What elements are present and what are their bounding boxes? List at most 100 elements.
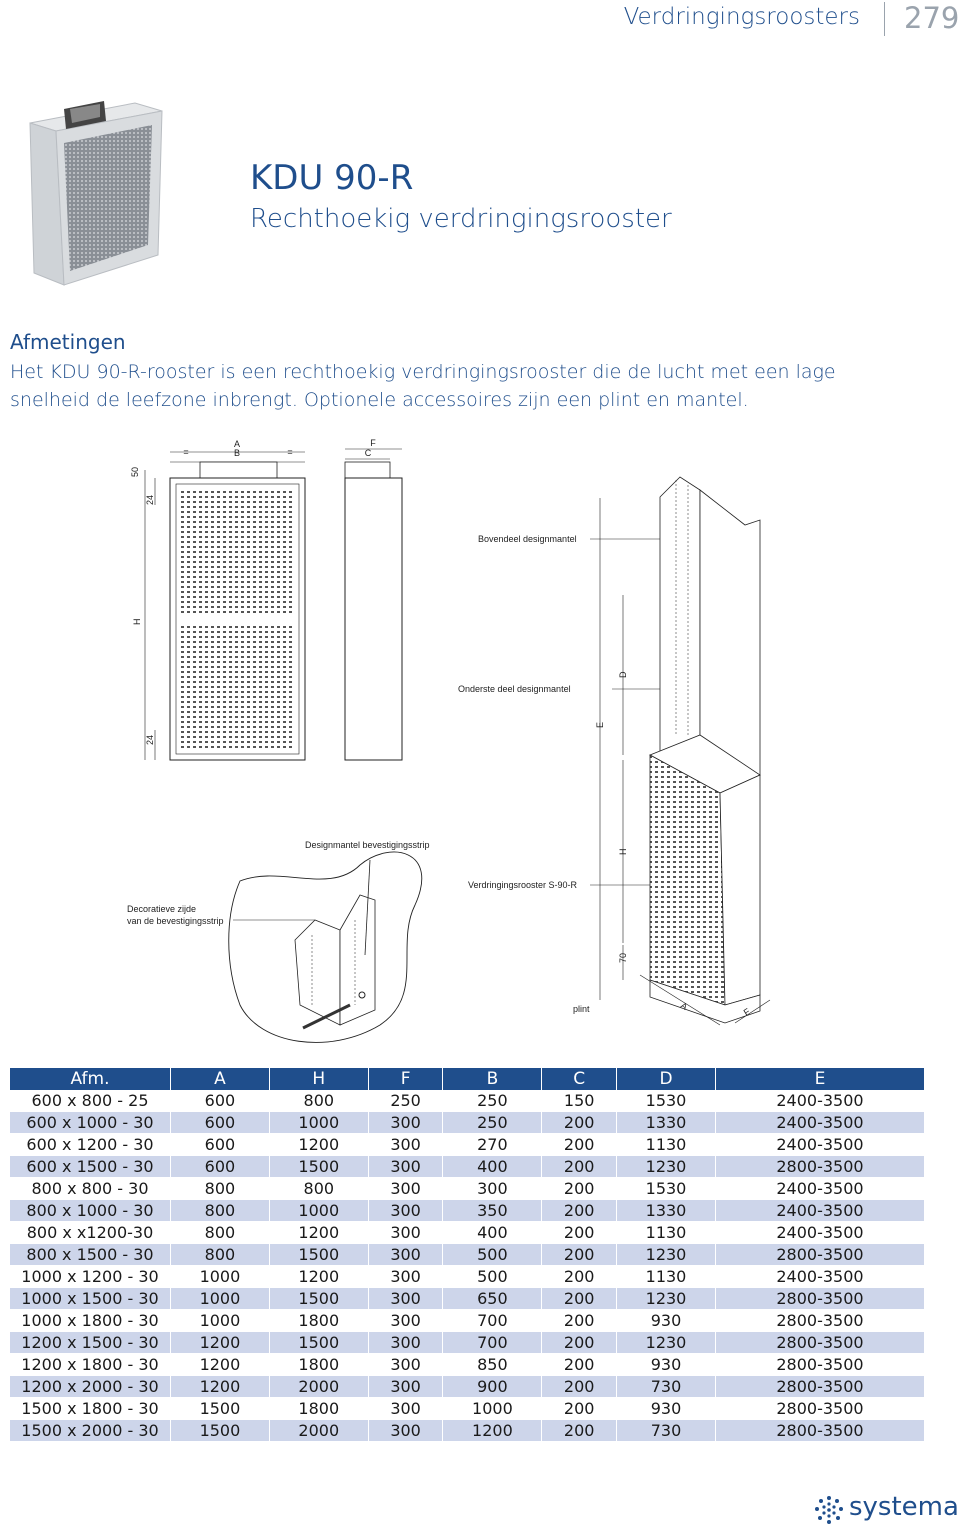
table-cell: 2800-3500	[715, 1287, 926, 1310]
table-cell: 200	[541, 1397, 618, 1420]
dim-a-label: A	[234, 439, 240, 449]
table-cell: 600	[170, 1111, 270, 1134]
section-title: Verdringingsroosters	[623, 4, 860, 30]
table-cell: 650	[442, 1287, 543, 1310]
header-cell-b: B	[442, 1068, 543, 1090]
table-cell: 1000 x 1800 - 30	[10, 1309, 171, 1332]
dim-f-label: F	[370, 438, 376, 448]
table-cell: 1500	[269, 1331, 369, 1354]
table-cell: 250	[368, 1090, 444, 1112]
table-cell: 300	[368, 1265, 444, 1288]
table-cell: 300	[368, 1155, 444, 1178]
table-cell: 200	[541, 1199, 618, 1222]
table-cell: 200	[541, 1133, 618, 1156]
header-divider	[884, 2, 885, 36]
table-cell: 1000	[170, 1287, 270, 1310]
label-decor-line2: van de bevestigingsstrip	[127, 916, 224, 926]
header-cell-f: F	[368, 1068, 444, 1090]
label-rooster: Verdringingsrooster S-90-R	[468, 880, 578, 890]
dim-f2-label: F	[742, 1006, 752, 1018]
table-cell: 1200 x 2000 - 30	[10, 1375, 171, 1398]
label-strip: Designmantel bevestigingsstrip	[305, 840, 430, 850]
table-cell: 1200 x 1800 - 30	[10, 1353, 171, 1376]
table-cell: 300	[368, 1221, 444, 1244]
table-cell: 400	[442, 1155, 543, 1178]
table-cell: 800	[170, 1177, 270, 1200]
table-cell: 2400-3500	[715, 1090, 926, 1112]
table-cell: 600 x 1000 - 30	[10, 1111, 171, 1134]
table-cell: 1500	[269, 1155, 369, 1178]
table-cell: 500	[442, 1243, 543, 1266]
table-cell: 300	[442, 1177, 543, 1200]
table-cell: 300	[368, 1177, 444, 1200]
table-cell: 730	[616, 1375, 716, 1398]
table-cell: 1530	[616, 1090, 716, 1112]
dim-70-label: 70	[618, 953, 628, 963]
table-cell: 2000	[269, 1375, 369, 1398]
table-cell: 1800	[269, 1309, 369, 1332]
table-cell: 200	[541, 1111, 618, 1134]
dim-eq-left: =	[183, 447, 188, 457]
table-cell: 200	[541, 1353, 618, 1376]
table-cell: 700	[442, 1331, 543, 1354]
table-cell: 1200	[442, 1419, 543, 1442]
table-cell: 2800-3500	[715, 1331, 926, 1354]
table-cell: 1530	[616, 1177, 716, 1200]
table-cell: 1130	[616, 1221, 716, 1244]
table-cell: 1200	[170, 1353, 270, 1376]
brand-name: systemair	[849, 1492, 960, 1522]
table-cell: 800 x 1500 - 30	[10, 1243, 171, 1266]
table-cell: 600	[170, 1133, 270, 1156]
dim-a2-label: A	[679, 1000, 689, 1012]
table-cell: 200	[541, 1221, 618, 1244]
table-cell: 930	[616, 1309, 716, 1332]
table-cell: 200	[541, 1309, 618, 1332]
product-title: KDU 90-R	[250, 158, 414, 198]
dim-b-label: B	[234, 448, 240, 458]
table-cell: 800	[269, 1177, 369, 1200]
dim-50-label: 50	[130, 467, 140, 477]
table-cell: 1500	[170, 1397, 270, 1420]
table-cell: 1800	[269, 1397, 369, 1420]
table-cell: 2800-3500	[715, 1243, 926, 1266]
table-cell: 400	[442, 1221, 543, 1244]
table-cell: 1500	[269, 1287, 369, 1310]
table-cell: 800 x 1000 - 30	[10, 1199, 171, 1222]
label-onderste: Onderste deel designmantel	[458, 684, 571, 694]
dim-eq-right: =	[287, 447, 292, 457]
dim-e-label: E	[595, 722, 605, 728]
table-cell: 700	[442, 1309, 543, 1332]
dim-d-label: D	[618, 671, 628, 678]
table-cell: 300	[368, 1309, 444, 1332]
table-cell: 300	[368, 1331, 444, 1354]
systemair-logo-icon	[815, 1496, 843, 1524]
table-cell: 600	[170, 1090, 270, 1112]
table-cell: 270	[442, 1133, 543, 1156]
table-cell: 200	[541, 1265, 618, 1288]
table-cell: 2800-3500	[715, 1375, 926, 1398]
table-cell: 2400-3500	[715, 1265, 926, 1288]
header-cell-a: A	[170, 1068, 270, 1090]
table-cell: 800	[170, 1199, 270, 1222]
table-cell: 1000	[269, 1199, 369, 1222]
table-cell: 1200	[170, 1375, 270, 1398]
table-cell: 1230	[616, 1243, 716, 1266]
table-cell: 800 x 800 - 30	[10, 1177, 171, 1200]
table-cell: 1230	[616, 1331, 716, 1354]
table-cell: 800	[269, 1090, 369, 1112]
label-plint: plint	[573, 1004, 590, 1014]
table-cell: 730	[616, 1419, 716, 1442]
table-cell: 200	[541, 1331, 618, 1354]
systemair-logo: systemair	[813, 1490, 960, 1526]
table-cell: 350	[442, 1199, 543, 1222]
